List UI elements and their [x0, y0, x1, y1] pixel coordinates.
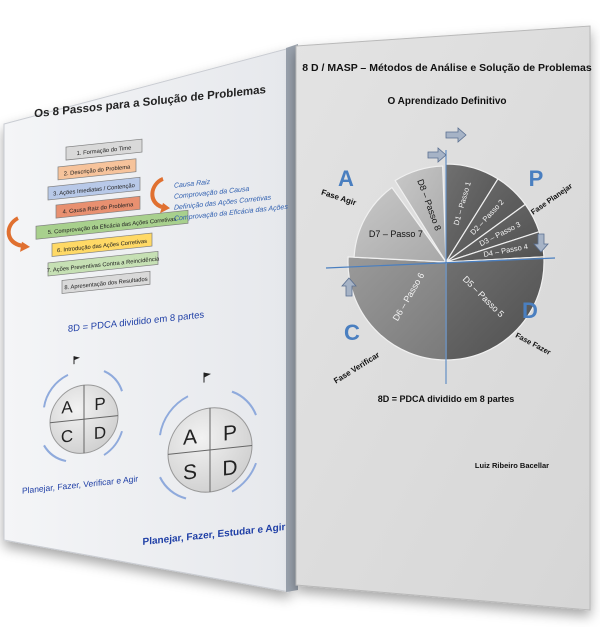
wheel-slice: [353, 186, 448, 263]
arrow-head-icon: [20, 241, 30, 252]
arrow-up-icon: [341, 277, 357, 297]
pdsa-letter: P: [223, 421, 237, 445]
phase-letter-p: P: [529, 166, 544, 191]
pdca-letter: A: [61, 397, 73, 417]
phase-letter-c: C: [344, 320, 360, 345]
arrow-down-icon: [533, 233, 549, 253]
right-pdca-note: 8D = PDCA dividido em 8 partes: [378, 394, 514, 404]
side-note: Causa Raiz: [174, 179, 211, 190]
pdca-letter: D: [94, 423, 106, 443]
eight-d-wheel: D1 – Passo 1D2 – Passo 2D3 – Passo 3D4 –…: [325, 150, 556, 384]
pdca-letter: P: [94, 394, 105, 414]
wheel-slice-label: D7 – Passo 7: [369, 229, 423, 239]
wheel-slice: [445, 256, 545, 361]
step-label: 1. Formação do Time: [77, 145, 132, 157]
phase-arrows: [341, 127, 549, 297]
arrow-right-icon: [427, 147, 447, 163]
arrow-head-icon: [160, 202, 170, 214]
right-subtitle: O Aprendizado Definitivo: [387, 96, 506, 107]
phase-letter-a: A: [338, 166, 354, 191]
author: Luiz Ribeiro Bacellar: [475, 461, 549, 470]
loop-arrow-left-icon: [150, 177, 164, 209]
right-page: 8 D / MASP – Métodos de Análise e Soluçã…: [295, 25, 592, 611]
wheel-slice: [394, 165, 447, 265]
right-title: 8 D / MASP – Métodos de Análise e Soluçã…: [302, 62, 592, 74]
pdsa-letter: A: [183, 425, 197, 449]
step-box: 1. Formação do Time: [65, 138, 143, 161]
left-page: Os 8 Passos para a Solução de Problemas …: [3, 44, 298, 593]
pdsa-letter: S: [183, 460, 197, 484]
step-box: 2. Descrição do Problema: [57, 158, 137, 181]
wheel-slice: [347, 256, 447, 361]
pdsa-letter: D: [222, 456, 237, 481]
phase-letter-d: D: [522, 298, 538, 323]
arrow-right-icon: [445, 127, 467, 143]
pdsa-cycle: A P S D Planejar, Fazer, Estudar e Agir: [143, 372, 286, 548]
pdca-letter: C: [61, 426, 73, 446]
loop-arrow-right-icon: [6, 216, 23, 248]
